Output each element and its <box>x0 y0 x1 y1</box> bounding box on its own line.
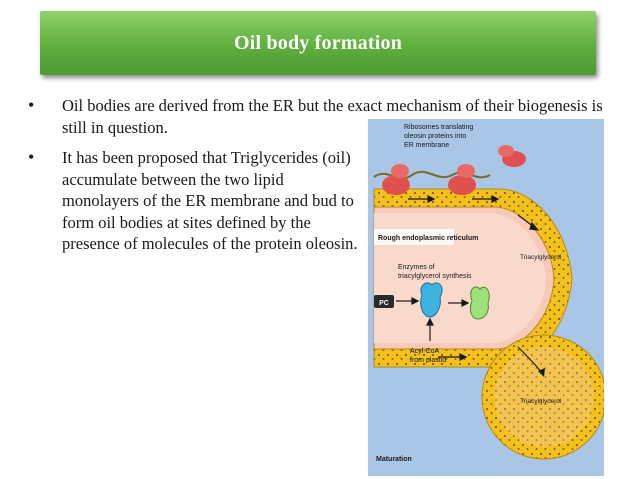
er-membrane <box>373 188 573 368</box>
enzyme-arrow-icon <box>396 297 470 341</box>
title-banner: Oil body formation <box>40 11 596 75</box>
oil-body-bud <box>481 334 604 460</box>
slide-title: Oil body formation <box>233 31 403 54</box>
diagram-labels: Ribosomes translating oleosin proteins i… <box>376 124 562 463</box>
label-acylcoa-1: Acyl-CoA <box>410 348 440 355</box>
bullet-list: Oil bodies are derived from the ER but t… <box>28 95 628 255</box>
enzyme-icon <box>420 282 490 320</box>
pc-label: PC <box>379 300 389 307</box>
free-ribosome-icon <box>498 145 526 167</box>
label-acylcoa-2: from plastid <box>410 357 446 364</box>
label-triacylglycerol-2: Triacylglycerol <box>520 398 562 405</box>
oil-body-diagram: PC Ribosomes translating oleosin protein… <box>368 119 604 476</box>
label-enzymes-2: triacylglycerol synthesis <box>398 273 472 280</box>
transport-arrow-icon <box>408 195 540 361</box>
arrowhead-icon <box>538 368 545 377</box>
bullet-item-er-origin: Oil bodies are derived from the ER but t… <box>28 95 628 138</box>
label-rough-er: Rough endoplasmic reticulum <box>378 235 478 242</box>
pc-marker: PC <box>374 295 394 308</box>
label-maturation: Maturation <box>376 456 412 463</box>
bullet-item-proposal: It has been proposed that Triglycerides … <box>28 147 362 255</box>
ribosome-icon <box>448 164 476 195</box>
label-triacylglycerol: Triacylglycerol <box>520 254 562 261</box>
label-ribosomes-3: ER membrane <box>404 142 449 149</box>
label-ribosomes-2: oleosin proteins into <box>404 133 466 140</box>
ribosome-icon <box>382 164 410 195</box>
label-ribosomes-1: Ribosomes translating <box>404 124 473 131</box>
label-enzymes-1: Enzymes of <box>398 264 435 271</box>
